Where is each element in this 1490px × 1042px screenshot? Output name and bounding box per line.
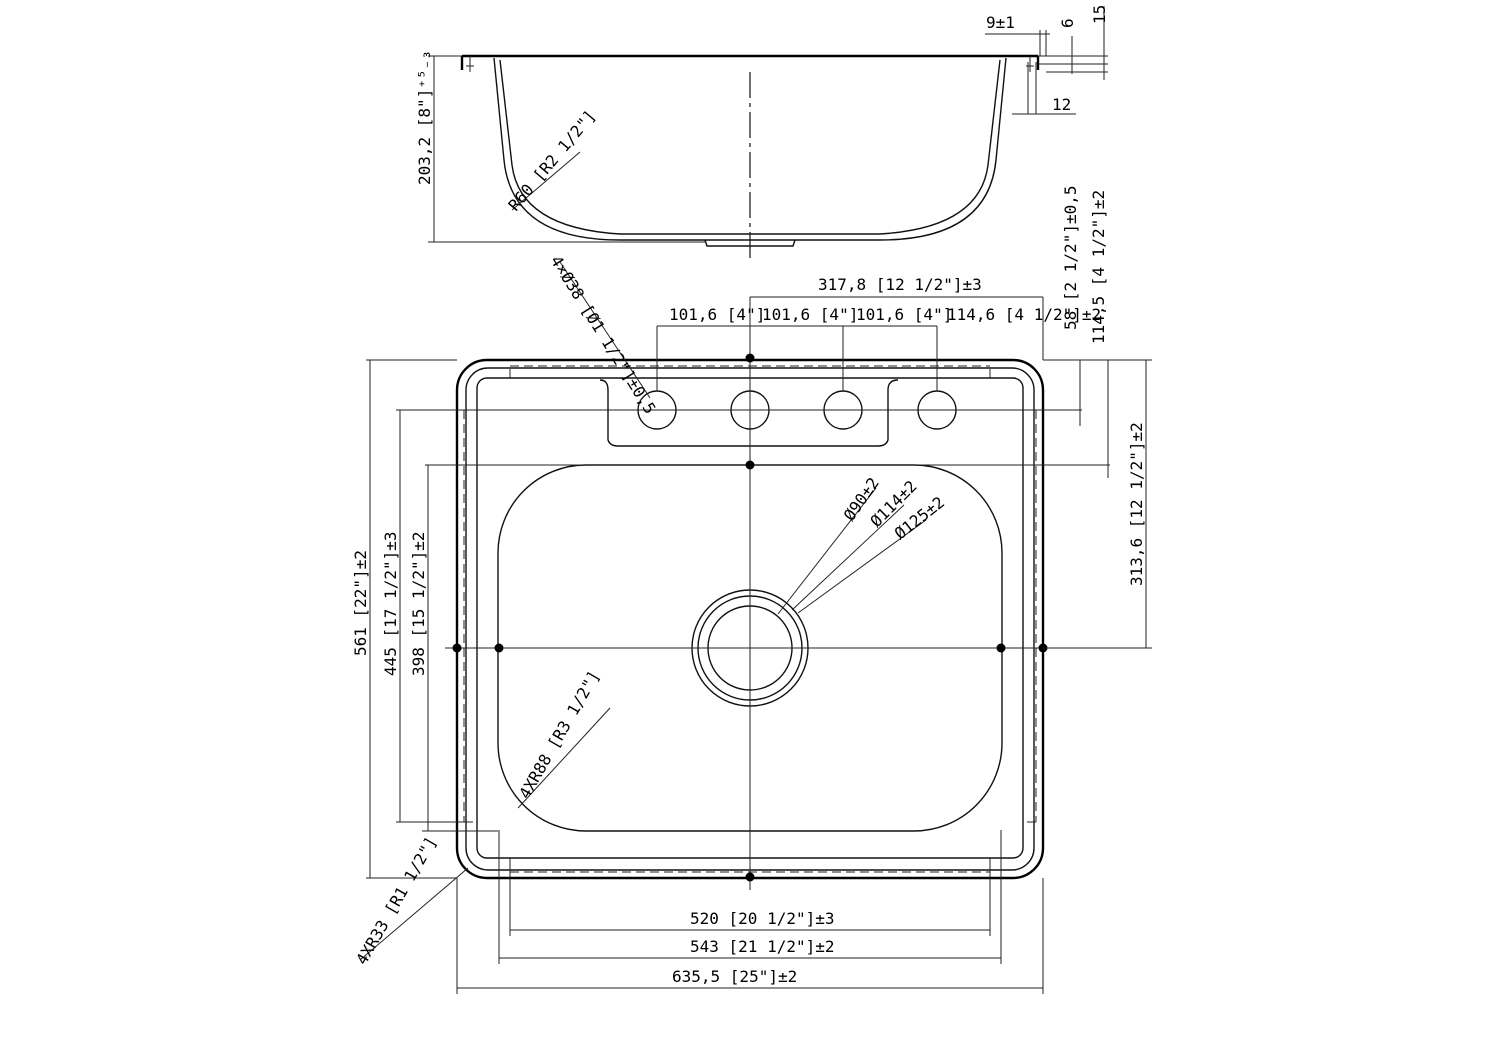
dot-bottom-rim xyxy=(745,872,755,882)
bowl-radius-label: 4XR88 [R3 1/2"] xyxy=(515,667,604,802)
holes-leader xyxy=(559,261,651,399)
side-rim-inner xyxy=(466,56,1034,72)
dot-top-rim xyxy=(745,353,755,363)
rim-dim-12: 12 xyxy=(1052,95,1071,114)
dim-398: 398 [15 1/2"]±2 xyxy=(409,532,428,677)
bowl-radius-leader xyxy=(517,707,611,809)
dim-114-right: 114,5 [4 1/2"]±2 xyxy=(1089,190,1108,344)
dim-561: 561 [22"]±2 xyxy=(351,550,370,656)
top-view: 317,8 [12 1/2"]±3 101,6 [4"] 101,6 [4"] … xyxy=(351,186,1152,994)
dim-101-2: 101,6 [4"] xyxy=(762,305,858,324)
drain-90-leader xyxy=(777,487,877,615)
dot-right-bowl xyxy=(996,643,1006,653)
drain-114-leader xyxy=(791,504,905,611)
dot-left-rim xyxy=(452,643,462,653)
dim-58: 58 [2 1/2"]±0,5 xyxy=(1061,186,1080,331)
corner-radius-label: 4XR33 [R1 1/2"] xyxy=(352,833,441,968)
side-view: 203,2 [8"]⁺⁵₋₃ R60 [R2 1/2"] 9±1 6 15 12 xyxy=(415,5,1109,262)
dim-520: 520 [20 1/2"]±3 xyxy=(690,909,835,928)
r60-label: R60 [R2 1/2"] xyxy=(505,106,600,214)
rim-dim-15: 15 xyxy=(1090,5,1109,24)
side-rim xyxy=(460,54,1040,70)
rim-dim-9: 9±1 xyxy=(986,13,1015,32)
dim-114-top: 114,6 [4 1/2"]±2 xyxy=(947,305,1101,324)
faucet-deck xyxy=(599,379,899,447)
dim-635: 635,5 [25"]±2 xyxy=(672,967,797,986)
dim-101-1: 101,6 [4"] xyxy=(669,305,765,324)
depth-label: 203,2 [8"]⁺⁵₋₃ xyxy=(415,50,434,185)
holes-note: 4×Ø38 [Ø1 1/2"]±0,5 xyxy=(547,252,660,417)
dim-445: 445 [17 1/2"]±3 xyxy=(381,532,400,677)
rim-dim-6: 6 xyxy=(1058,18,1077,28)
dot-bowl-top xyxy=(745,460,755,470)
dot-left-bowl xyxy=(494,643,504,653)
dim-543: 543 [21 1/2"]±2 xyxy=(690,937,835,956)
r60-leader xyxy=(511,151,581,211)
corner-radius-leader xyxy=(359,867,469,961)
dim-317-label: 317,8 [12 1/2"]±3 xyxy=(818,275,982,294)
drain-125-leader xyxy=(797,519,927,614)
dim-313: 313,6 [12 1/2"]±2 xyxy=(1127,422,1146,586)
dim-101-3: 101,6 [4"] xyxy=(856,305,952,324)
